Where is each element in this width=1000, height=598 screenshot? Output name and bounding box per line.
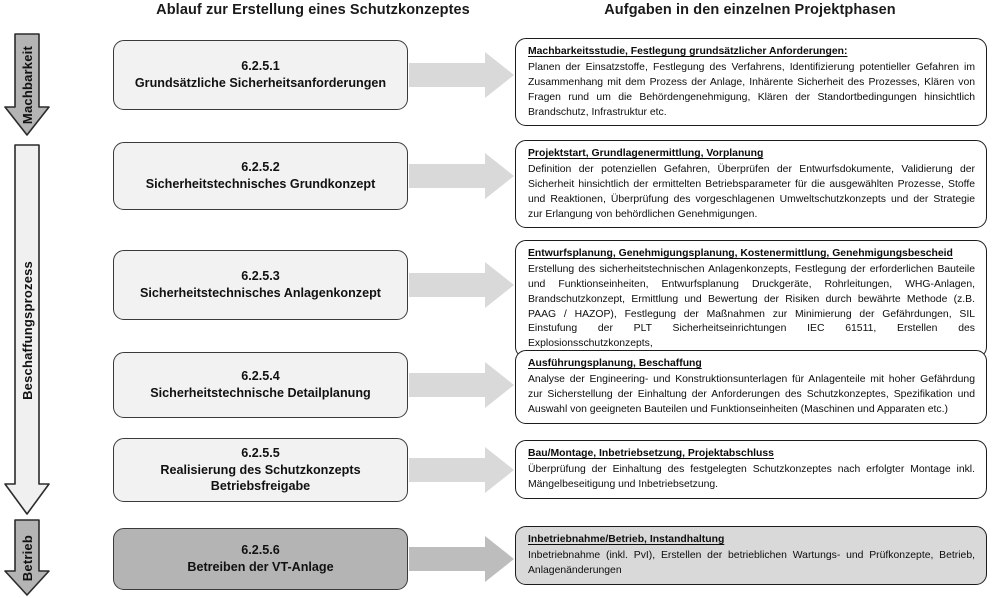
step-box-1[interactable]: 6.2.5.1 Grundsätzliche Sicherheitsanford… xyxy=(113,40,408,110)
step-title-2: Sicherheitstechnisches Grundkonzept xyxy=(145,177,376,191)
page-title-right: Aufgaben in den einzelnen Projektphasen xyxy=(604,2,896,18)
step-title-6: Betreiben der VT-Anlage xyxy=(187,560,334,574)
task-box-5[interactable]: Bau/Montage, Inbetriebsetzung, Projektab… xyxy=(515,440,987,499)
step-title-1: Grundsätzliche Sicherheitsanforderungen xyxy=(134,76,387,90)
down-arrow-shape xyxy=(4,33,50,136)
step-title-4: Sicherheitstechnische Detailplanung xyxy=(150,386,371,400)
step-id-6: 6.2.5.6 xyxy=(241,543,280,558)
right-arrow-icon xyxy=(409,536,514,582)
phase-arrow-beschaffungsprozess: Beschaffungsprozess xyxy=(4,144,50,516)
right-arrow-icon xyxy=(409,447,514,493)
right-arrow-icon xyxy=(409,153,514,199)
task-head-4: Ausführungsplanung, Beschaffung xyxy=(528,358,702,369)
step-id-3: 6.2.5.3 xyxy=(241,269,280,284)
step-box-3[interactable]: 6.2.5.3 Sicherheitstechnisches Anlagenko… xyxy=(113,250,408,320)
task-body-2: Definition der potenziellen Gefahren, Üb… xyxy=(528,163,975,220)
task-body-6: Inbetriebnahme (inkl. PvI), Erstellen de… xyxy=(528,549,975,576)
task-head-5: Bau/Montage, Inbetriebsetzung, Projektab… xyxy=(528,448,774,459)
step-id-2: 6.2.5.2 xyxy=(241,160,280,175)
step-id-1: 6.2.5.1 xyxy=(241,59,280,74)
step-box-5[interactable]: 6.2.5.5 Realisierung des Schutzkonzepts … xyxy=(113,438,408,502)
task-body-5: Überprüfung der Einhaltung des festgeleg… xyxy=(528,463,975,490)
right-arrow-icon xyxy=(409,52,514,98)
phase-label-machbarkeit: Machbarkeit xyxy=(19,45,35,125)
step-title-3: Sicherheitstechnisches Anlagenkonzept xyxy=(140,286,381,300)
task-body-4: Analyse der Engineering- und Konstruktio… xyxy=(528,373,975,415)
flow-arrow-5 xyxy=(409,447,515,498)
task-head-3: Entwurfsplanung, Genehmigungsplanung, Ko… xyxy=(528,248,953,259)
task-box-6[interactable]: Inbetriebnahme/Betrieb, Instandhaltung I… xyxy=(515,526,987,585)
task-head-6: Inbetriebnahme/Betrieb, Instandhaltung xyxy=(528,534,725,545)
right-arrow-icon xyxy=(409,362,514,408)
task-box-3[interactable]: Entwurfsplanung, Genehmigungsplanung, Ko… xyxy=(515,240,987,359)
task-body-3: Erstellung des sicherheitstechnischen An… xyxy=(528,263,975,350)
task-head-2: Projektstart, Grundlagenermittlung, Vorp… xyxy=(528,148,764,159)
down-arrow-shape xyxy=(4,144,50,515)
task-box-1[interactable]: Machbarkeitsstudie, Festlegung grundsätz… xyxy=(515,38,987,127)
right-arrow-icon xyxy=(409,262,514,308)
step-id-5: 6.2.5.5 xyxy=(241,446,280,461)
page-title-left: Ablauf zur Erstellung eines Schutzkonzep… xyxy=(156,2,470,18)
phase-arrow-betrieb: Betrieb xyxy=(4,519,50,597)
flow-arrow-2 xyxy=(409,153,515,204)
flow-arrow-1 xyxy=(409,52,515,103)
task-body-1: Planen der Einsatzstoffe, Festlegung des… xyxy=(528,61,975,118)
task-head-1: Machbarkeitsstudie, Festlegung grundsätz… xyxy=(528,46,848,57)
down-arrow-shape xyxy=(4,519,50,596)
step-box-2[interactable]: 6.2.5.2 Sicherheitstechnisches Grundkonz… xyxy=(113,142,408,210)
flow-arrow-4 xyxy=(409,362,515,413)
step-title-5: Realisierung des Schutzkonzepts Betriebs… xyxy=(160,462,361,494)
flow-arrow-6 xyxy=(409,536,515,587)
phase-label-betrieb: Betrieb xyxy=(19,534,35,582)
step-box-4[interactable]: 6.2.5.4 Sicherheitstechnische Detailplan… xyxy=(113,352,408,418)
flow-arrow-3 xyxy=(409,262,515,313)
step-box-6[interactable]: 6.2.5.6 Betreiben der VT-Anlage xyxy=(113,528,408,590)
task-box-2[interactable]: Projektstart, Grundlagenermittlung, Vorp… xyxy=(515,140,987,229)
phase-arrow-machbarkeit: Machbarkeit xyxy=(4,33,50,137)
step-id-4: 6.2.5.4 xyxy=(241,369,280,384)
phase-label-beschaffungsprozess: Beschaffungsprozess xyxy=(19,260,35,400)
task-box-4[interactable]: Ausführungsplanung, Beschaffung Analyse … xyxy=(515,350,987,424)
